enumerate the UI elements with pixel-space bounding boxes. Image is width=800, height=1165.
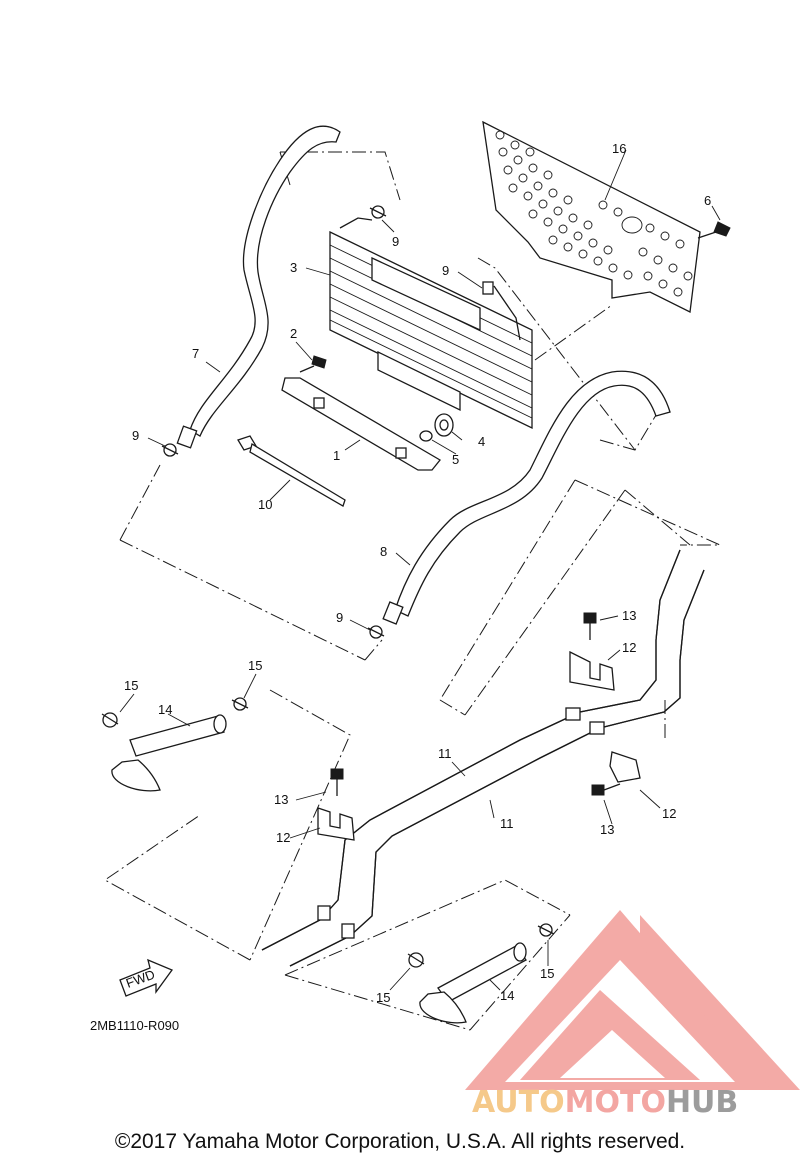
assembly-phantom-lines	[104, 151, 721, 1031]
automotohub-watermark-text: AUTOMOTOHUB	[472, 1085, 738, 1120]
pipe-holders	[317, 650, 641, 841]
cooler-bracket	[281, 377, 441, 471]
bracket-bolt	[299, 355, 327, 373]
callout-9-top: 9	[392, 234, 399, 249]
callout-1: 1	[333, 448, 340, 463]
copyright-notice: ©2017 Yamaha Motor Corporation, U.S.A. A…	[114, 1130, 686, 1153]
callout-13-left: 13	[274, 792, 288, 807]
hose-clamps-15	[101, 697, 555, 968]
collar	[419, 430, 433, 442]
callout-12-right: 12	[662, 806, 676, 821]
oil-pipes	[261, 549, 705, 967]
callout-7: 7	[192, 346, 199, 361]
callout-5: 5	[452, 452, 459, 467]
callout-6: 6	[704, 193, 711, 208]
brand-auto: AUTO	[472, 1085, 565, 1120]
rubber-grommet	[434, 413, 454, 437]
callout-10: 10	[258, 497, 272, 512]
callout-8: 8	[380, 544, 387, 559]
short-hose-upper	[111, 714, 227, 792]
callout-9-left: 9	[132, 428, 139, 443]
callout-4: 4	[478, 434, 485, 449]
hose-clamps-9	[161, 205, 494, 639]
oil-hose-left	[176, 125, 341, 449]
callout-11-lower: 11	[500, 816, 514, 831]
svg-text:AUTOMOTOHUB: AUTOMOTOHUB	[472, 1085, 738, 1120]
callout-13-right: 13	[600, 822, 614, 837]
callout-15-b: 15	[124, 678, 138, 693]
callout-15-a: 15	[248, 658, 262, 673]
brand-hub: HUB	[666, 1085, 738, 1120]
callout-13-top: 13	[622, 608, 636, 623]
fwd-arrow: FWD	[119, 958, 174, 997]
callout-numbers: 16 6 3 9 9 2 7 4 5 1 9 10 8 9 13 12 15 1…	[90, 141, 711, 1033]
guard-bolt	[697, 221, 731, 239]
diagram-code: 2MB1110-R090	[90, 1018, 179, 1033]
cooler-guard-plate	[482, 120, 701, 313]
holder-bolts	[330, 612, 621, 796]
callout-15-c: 15	[540, 966, 554, 981]
callout-14-upper: 14	[158, 702, 172, 717]
callout-9-bottom: 9	[336, 610, 343, 625]
callout-2: 2	[290, 326, 297, 341]
callout-12-left: 12	[276, 830, 290, 845]
leader-lines	[119, 149, 721, 991]
callout-9-mid: 9	[442, 263, 449, 278]
brand-moto: MOTO	[565, 1085, 666, 1120]
callout-11-upper: 11	[438, 746, 452, 761]
automotohub-watermark-logo	[465, 910, 800, 1090]
short-hose-lower	[419, 942, 527, 1024]
oil-cooler-core	[329, 217, 533, 430]
callout-14-lower: 14	[500, 988, 514, 1003]
oil-hose-right	[382, 370, 671, 625]
callout-16: 16	[612, 141, 626, 156]
callout-12-top: 12	[622, 640, 636, 655]
callout-15-d: 15	[376, 990, 390, 1005]
callout-3: 3	[290, 260, 297, 275]
cable-tie	[237, 435, 346, 507]
